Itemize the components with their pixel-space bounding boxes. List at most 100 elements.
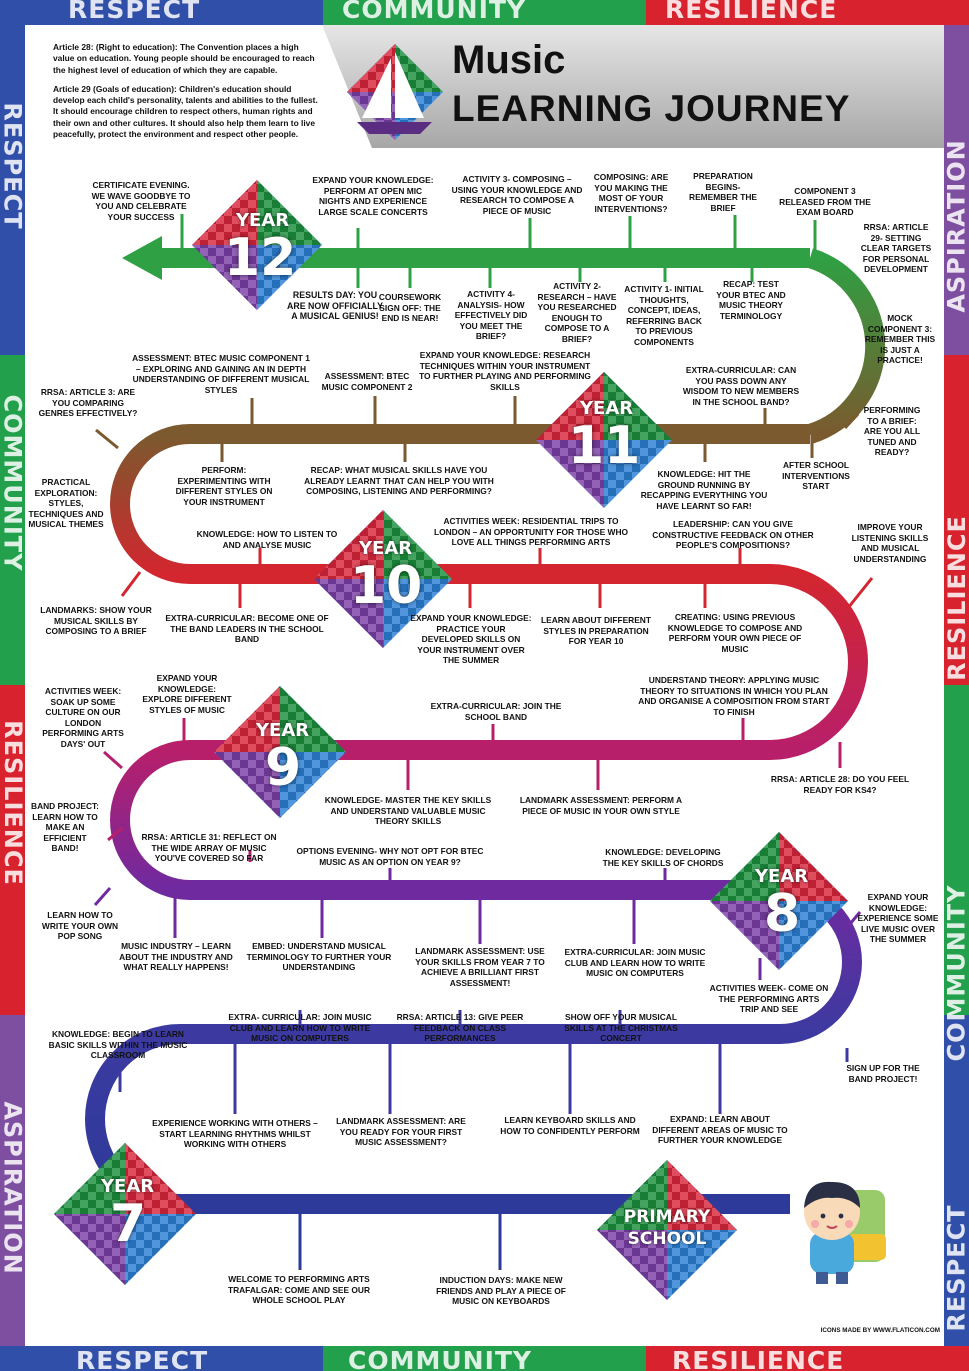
year-8-word: YEAR	[755, 866, 809, 887]
icon-credit: ICONS MADE BY WWW.FLATICON.COM	[820, 1327, 940, 1334]
milestone-label: MUSIC INDUSTRY – LEARN ABOUT THE INDUSTR…	[119, 941, 233, 973]
milestone-label: KNOWLEDGE: BEGIN TO LEARN BASIC SKILLS W…	[48, 1029, 188, 1061]
year-12-badge: YEAR 12	[0, 0, 296, 284]
top-border-word: RESILIENCE	[665, 0, 838, 24]
bottom-border-word: RESPECT	[76, 1346, 209, 1371]
bottom-border: RESPECT COMMUNITY RESILIENCE	[0, 1346, 969, 1371]
milestone-label: PRACTICAL EXPLORATION: STYLES, TECHNIQUE…	[28, 477, 104, 530]
milestone-label: LANDMARK ASSESSMENT: PERFORM A PIECE OF …	[519, 795, 683, 816]
milestone-label: RESULTS DAY: YOU ARE NOW OFFICIALLY A MU…	[287, 290, 383, 322]
milestone-label: CERTIFICATE EVENING. WE WAVE GOODBYE TO …	[91, 180, 191, 222]
milestone-label: ACTIVITIES WEEK: RESIDENTIAL TRIPS TO LO…	[433, 516, 629, 548]
intro-article-28: Article 28: (Right to education): The Co…	[53, 42, 315, 75]
milestone-label: SIGN UP FOR THE BAND PROJECT!	[846, 1063, 920, 1084]
right-border: ASPIRATION RESILIENCE COMMUNITY RESPECT	[944, 25, 969, 1346]
page-subtitle: LEARNING JOURNEY	[452, 88, 851, 129]
milestone-label: RECAP: WHAT MUSICAL SKILLS HAVE YOU ALRE…	[304, 465, 494, 497]
milestone-label: INDUCTION DAYS: MAKE NEW FRIENDS AND PLA…	[436, 1275, 566, 1307]
milestone-label: LANDMARK ASSESSMENT: USE YOUR SKILLS FRO…	[415, 946, 545, 988]
milestone-label: RECAP: TEST YOUR BTEC AND MUSIC THEORY T…	[716, 279, 786, 321]
milestone-label: ACTIVITY 4- ANALYSIS- HOW EFFECTIVELY DI…	[454, 289, 528, 342]
milestone-label: RRSA: ARTICLE 3: ARE YOU COMPARING GENRE…	[38, 387, 138, 419]
year-10-number: 10	[350, 556, 423, 616]
milestone-label: EXPAND YOUR KNOWLEDGE: PRACTICE YOUR DEV…	[410, 613, 532, 666]
milestone-label: ACTIVITY 1- INITIAL THOUGHTS, CONCEPT, I…	[624, 284, 704, 347]
year-11-number: 11	[568, 416, 641, 476]
milestone-label: COMPONENT 3 RELEASED FROM THE EXAM BOARD	[779, 186, 871, 218]
milestone-label: SHOW OFF YOUR MUSICAL SKILLS AT THE CHRI…	[564, 1012, 678, 1044]
milestone-label: EXPAND YOUR KNOWLEDGE: RESEARCH TECHNIQU…	[419, 350, 591, 392]
milestone-label: BAND PROJECT: LEARN HOW TO MAKE AN EFFIC…	[31, 801, 99, 854]
milestone-label: LANDMARKS: SHOW YOUR MUSICAL SKILLS BY C…	[40, 605, 152, 637]
year-10-word: YEAR	[359, 538, 413, 559]
milestone-label: EXPAND YOUR KNOWLEDGE: EXPLORE DIFFERENT…	[142, 673, 232, 715]
sailboat-icon	[357, 52, 432, 134]
milestone-label: RRSA: ARTICLE 13: GIVE PEER FEEDBACK ON …	[396, 1012, 524, 1044]
milestone-label: EXTRA-CURRICULAR: CAN YOU PASS DOWN ANY …	[682, 365, 800, 407]
milestone-label: PERFORM: EXPERIMENTING WITH DIFFERENT ST…	[175, 465, 273, 507]
milestone-label: EXPAND YOUR KNOWLEDGE: EXPERIENCE SOME L…	[857, 892, 939, 945]
year-7-badge: YEAR 7	[0, 0, 154, 1250]
milestone-label: ASSESSMENT: BTEC MUSIC COMPONENT 2	[321, 371, 413, 392]
milestone-label: EXTRA-CURRICULAR: JOIN THE SCHOOL BAND	[430, 701, 562, 722]
year-11-word: YEAR	[580, 398, 634, 419]
milestone-label: ACTIVITIES WEEK: SOAK UP SOME CULTURE ON…	[42, 686, 124, 749]
milestone-label: LANDMARK ASSESSMENT: ARE YOU READY FOR Y…	[336, 1116, 466, 1148]
milestone-label: ACTIVITIES WEEK- COME ON THE PERFORMING …	[709, 983, 829, 1015]
milestone-label: RRSA: ARTICLE 29- SETTING CLEAR TARGETS …	[860, 222, 932, 275]
diamond-year-11	[536, 372, 672, 508]
milestone-label: IMPROVE YOUR LISTENING SKILLS AND MUSICA…	[851, 522, 929, 564]
milestone-label: KNOWLEDGE- MASTER THE KEY SKILLS AND UND…	[324, 795, 492, 827]
year-12-number: 12	[224, 228, 297, 288]
year-12-word: YEAR	[236, 210, 290, 231]
year-8-badge: YEAR 8	[0, 0, 808, 940]
milestone-label: LEARN KEYBOARD SKILLS AND HOW TO CONFIDE…	[500, 1115, 640, 1136]
student-icon	[804, 1181, 886, 1284]
milestone-label: COURSEWORK SIGN OFF: THE END IS NEAR!	[378, 292, 442, 324]
milestone-label: RRSA: ARTICLE 31: REFLECT ON THE WIDE AR…	[141, 832, 277, 864]
milestone-label: KNOWLEDGE: DEVELOPING THE KEY SKILLS OF …	[602, 847, 724, 868]
bottom-border-word: RESILIENCE	[672, 1346, 845, 1371]
diamond-year-10	[314, 510, 452, 648]
top-border-word: COMMUNITY	[342, 0, 527, 24]
milestone-label: KNOWLEDGE: HOW TO LISTEN TO AND ANALYSE …	[196, 529, 338, 550]
milestone-label: EXTRA-CURRICULAR: JOIN MUSIC CLUB AND LE…	[564, 947, 706, 979]
top-border: RESPECT COMMUNITY RESILIENCE	[0, 0, 969, 25]
year-9-word: YEAR	[256, 720, 310, 741]
diamond-year-7	[54, 1143, 196, 1285]
milestone-label: KNOWLEDGE: HIT THE GROUND RUNNING BY REC…	[640, 469, 768, 511]
milestone-label: LEARN HOW TO WRITE YOUR OWN POP SONG	[41, 910, 119, 942]
milestone-label: WELCOME TO PERFORMING ARTS TRAFALGAR: CO…	[227, 1274, 371, 1306]
year-10-badge: YEAR 10	[0, 0, 422, 612]
milestone-label: EXPAND YOUR KNOWLEDGE: PERFORM AT OPEN M…	[312, 175, 434, 217]
milestone-label: COMPOSING: ARE YOU MAKING THE MOST OF YO…	[593, 172, 669, 214]
milestone-label: PREPARATION BEGINS- REMEMBER THE BRIEF	[689, 171, 757, 213]
milestone-label: CREATING: USING PREVIOUS KNOWLEDGE TO CO…	[667, 612, 803, 654]
milestone-label: EXPERIENCE WORKING WITH OTHERS – START L…	[152, 1118, 318, 1150]
year-7-word: YEAR	[101, 1176, 155, 1197]
page-title: Music	[452, 38, 566, 82]
intro-article-29: Article 29 (Goals of education): Childre…	[53, 83, 318, 140]
milestone-label: EXTRA-CURRICULAR: BECOME ONE OF THE BAND…	[165, 613, 329, 645]
year-11-badge: YEAR 11	[0, 0, 640, 472]
diamond-year-12	[192, 180, 322, 310]
milestone-label: LEADERSHIP: CAN YOU GIVE CONSTRUCTIVE FE…	[652, 519, 814, 551]
intro-text: Article 28: (Right to education): The Co…	[53, 42, 321, 148]
milestone-label: ACTIVITY 2- RESEARCH – HAVE YOU RESEARCH…	[537, 281, 617, 344]
milestone-label: UNDERSTAND THEORY: APPLYING MUSIC THEORY…	[638, 675, 830, 717]
diamond-primary-school	[597, 1160, 737, 1300]
milestone-label: AFTER SCHOOL INTERVENTIONS START	[782, 460, 850, 492]
school-logo	[347, 44, 443, 140]
year-9-badge: YEAR 9	[0, 0, 309, 794]
bottom-border-word: COMMUNITY	[348, 1346, 533, 1371]
milestone-label: ASSESSMENT: BTEC MUSIC COMPONENT 1 – EXP…	[132, 353, 310, 395]
arrow-head	[122, 236, 162, 280]
primary-school-label: PRIMARY SCHOOL	[623, 1207, 711, 1249]
milestone-label: EXTRA- CURRICULAR: JOIN MUSIC CLUB AND L…	[228, 1012, 372, 1044]
milestone-label: LEARN ABOUT DIFFERENT STYLES IN PREPARAT…	[541, 615, 651, 647]
milestone-label: MOCK COMPONENT 3: REMEMBER THIS IS JUST …	[864, 313, 936, 366]
milestone-label: ACTIVITY 3- COMPOSING – USING YOUR KNOWL…	[451, 174, 583, 216]
milestone-label: OPTIONS EVENING- WHY NOT OPT FOR BTEC MU…	[296, 846, 484, 867]
